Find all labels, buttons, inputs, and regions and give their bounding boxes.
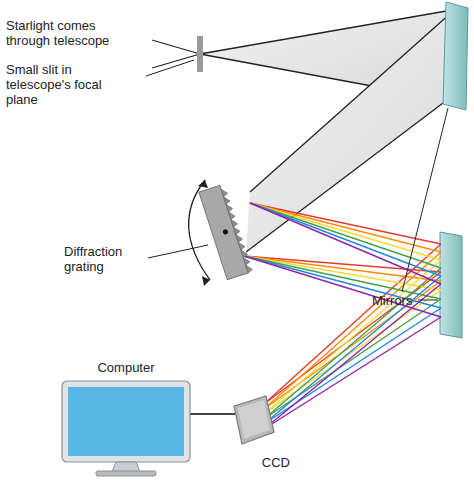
starlight-ray	[152, 40, 200, 54]
monitor-shape	[58, 360, 194, 478]
computer-monitor: Computer	[58, 360, 194, 478]
node-label: Computer	[97, 360, 154, 375]
beam-edge	[250, 12, 452, 192]
arrowhead	[198, 180, 208, 188]
label-text: Starlight comes through telescope	[6, 18, 109, 48]
mirror	[440, 232, 462, 338]
cable	[190, 413, 238, 415]
mirror	[443, 2, 468, 110]
slit-plate	[197, 36, 203, 72]
callout-label: Diffraction grating	[64, 244, 152, 274]
diffraction-grating	[199, 184, 253, 280]
node-label: CCD	[262, 455, 290, 470]
leader-line	[418, 300, 438, 301]
ccd-detector: CCD	[230, 392, 292, 470]
rotation-arrow	[189, 180, 210, 280]
arrowhead	[202, 276, 210, 286]
callout-label: Mirrors	[372, 293, 432, 308]
label-text: Small slit in telescope's focal plane	[6, 62, 102, 107]
beam-edge	[246, 100, 447, 252]
callout-label: Small slit in telescope's focal plane	[6, 62, 134, 107]
leader-line	[146, 60, 194, 76]
label-text: Diffraction grating	[64, 244, 122, 274]
callout-label: Starlight comes through telescope	[6, 18, 134, 48]
spectrum-rays	[244, 203, 441, 429]
leader-line	[148, 245, 208, 258]
leader-line	[402, 108, 448, 292]
label-text: Mirrors	[372, 293, 412, 308]
